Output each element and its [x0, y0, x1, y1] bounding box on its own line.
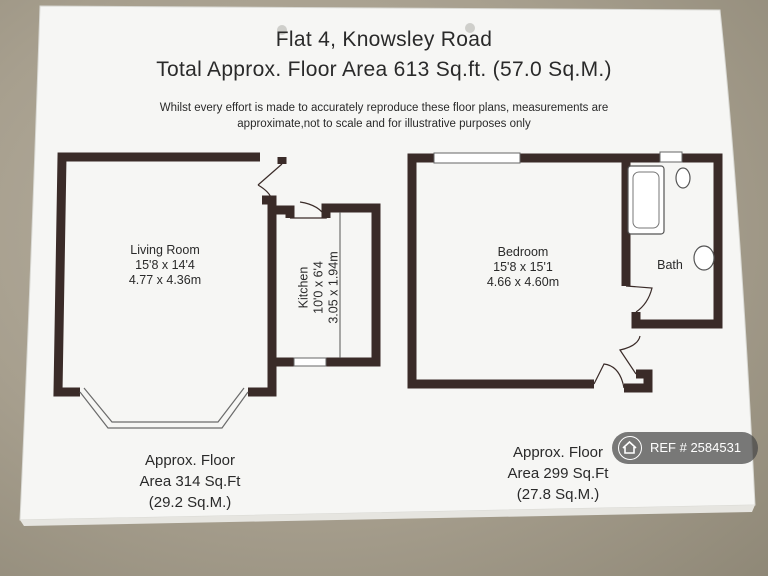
- reference-text: REF # 2584531: [650, 440, 742, 455]
- left-area-line-1: Approx. Floor: [144, 452, 236, 469]
- sink: [693, 245, 715, 271]
- bedroom-imperial: 15'8 x 15'1: [493, 260, 553, 274]
- bedroom-label: Bedroom 15'8 x 15'1 4.66 x 4.60m: [468, 245, 578, 290]
- bath-label: Bath: [657, 258, 683, 272]
- pin-left: [277, 25, 287, 35]
- living-door: [257, 163, 283, 201]
- bedroom-window: [433, 152, 521, 164]
- left-floor-area: Approx. Floor Area 314 Sq.Ft (29.2 Sq.M.…: [110, 450, 270, 513]
- kitchen-window: [293, 357, 327, 367]
- home-icon: [618, 436, 642, 460]
- living-room-name: Living Room: [130, 243, 200, 257]
- bath-door: [625, 285, 653, 313]
- living-room-imperial: 15'8 x 14'4: [135, 258, 195, 272]
- total-floor-area: Total Approx. Floor Area 613 Sq.ft. (57.…: [156, 58, 612, 81]
- disclaimer-line-1: Whilst every effort is made to accuratel…: [159, 102, 609, 114]
- right-area-line-3: (27.8 Sq.M.): [516, 486, 600, 503]
- kitchen-name: Kitchen: [296, 266, 311, 309]
- bedroom-walls: [407, 153, 723, 393]
- bedroom-door: [593, 363, 625, 389]
- left-area-line-2: Area 314 Sq.Ft: [139, 473, 241, 490]
- left-area-line-3: (29.2 Sq.M.): [148, 494, 232, 511]
- right-floor-area: Approx. Floor Area 299 Sq.Ft (27.8 Sq.M.…: [478, 442, 638, 505]
- disclaimer-line-2: approximate,not to scale and for illustr…: [237, 118, 531, 130]
- entry-door: [619, 335, 641, 375]
- kitchen-label: Kitchen 10'0 x 6'4 3.05 x 1.94m: [297, 233, 342, 343]
- bedroom-name: Bedroom: [497, 245, 549, 259]
- kitchen-imperial: 10'0 x 6'4: [311, 261, 326, 314]
- pin-right: [465, 23, 475, 33]
- toilet: [675, 167, 691, 189]
- kitchen-walls: [267, 203, 381, 367]
- kitchen-metric: 3.05 x 1.94m: [326, 251, 341, 324]
- bedroom-metric: 4.66 x 4.60m: [486, 275, 560, 289]
- bay-window: [79, 387, 249, 429]
- living-room-label: Living Room 15'8 x 14'4 4.77 x 4.36m: [105, 243, 225, 288]
- living-room-metric: 4.77 x 4.36m: [128, 273, 202, 287]
- kitchen-door: [290, 201, 327, 219]
- bathtub: [627, 165, 665, 235]
- disclaimer: Whilst every effort is made to accuratel…: [0, 100, 768, 132]
- property-title: Flat 4, Knowsley Road: [275, 28, 493, 51]
- right-area-line-1: Approx. Floor: [512, 444, 604, 461]
- right-area-line-2: Area 299 Sq.Ft: [507, 465, 609, 482]
- reference-badge: REF # 2584531: [612, 432, 758, 464]
